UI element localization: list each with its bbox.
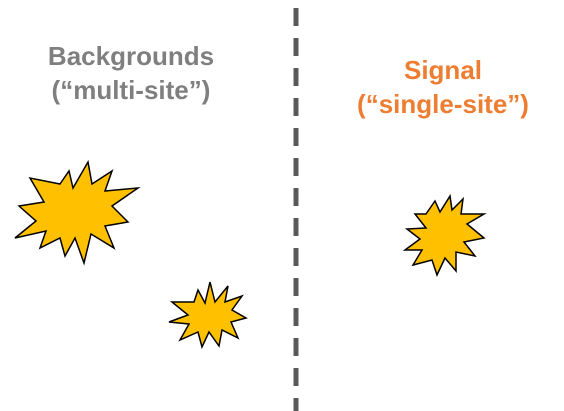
backgrounds-subtitle: (“multi-site”) (51, 75, 211, 105)
explosion-burst-icon (14, 159, 141, 266)
explosion-burst-icon (402, 193, 487, 278)
backgrounds-title: Backgrounds (47, 41, 215, 71)
signal-title: Signal (403, 55, 482, 85)
backgrounds-label: Backgrounds (“multi-site”) (0, 39, 262, 107)
signal-label: Signal (“single-site”) (322, 53, 564, 121)
explosion-burst-icon (168, 281, 248, 350)
signal-subtitle: (“single-site”) (357, 89, 529, 119)
